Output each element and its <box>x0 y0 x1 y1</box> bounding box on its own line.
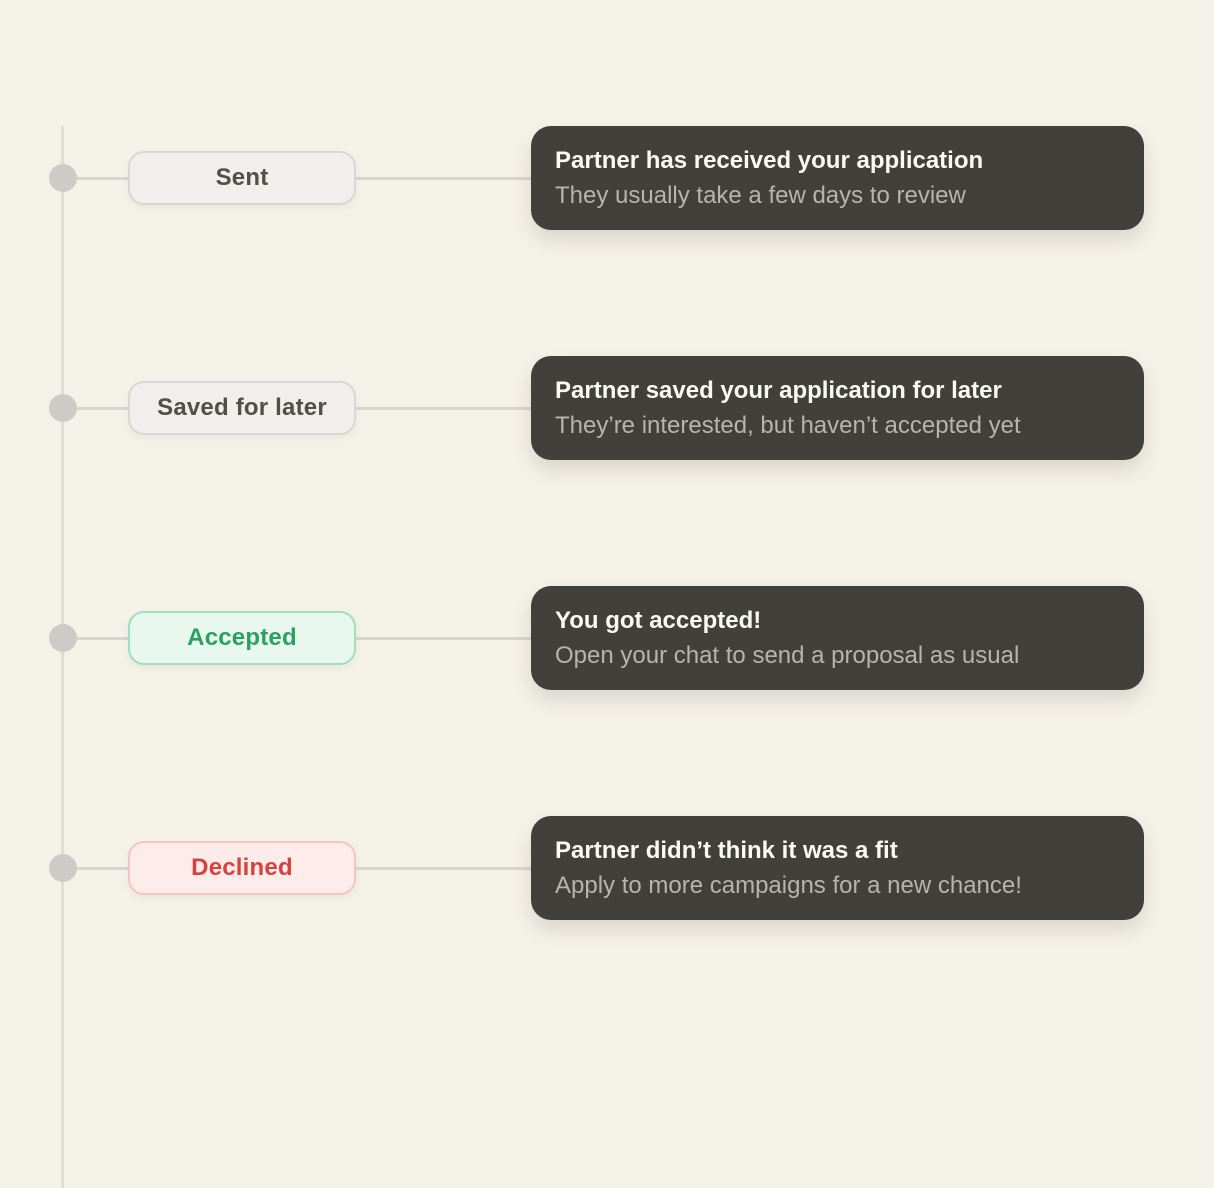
timeline-dot <box>49 164 77 192</box>
status-badge-label: Sent <box>215 164 269 191</box>
status-badge-sent: Sent <box>128 151 356 205</box>
connector-line <box>77 406 128 410</box>
status-tooltip-accepted: You got accepted! Open your chat to send… <box>531 586 1144 690</box>
connector-line <box>356 636 531 640</box>
connector-line <box>356 406 531 410</box>
tooltip-title: Partner has received your application <box>555 146 984 174</box>
tooltip-subtitle: They usually take a few days to review <box>555 182 966 209</box>
connector-line <box>77 636 128 640</box>
status-row-accepted: Accepted You got accepted! Open your cha… <box>0 586 1214 690</box>
timeline-line <box>61 126 64 1188</box>
connector-line <box>77 176 128 180</box>
connector-line <box>77 866 128 870</box>
timeline-dot <box>49 854 77 882</box>
status-badge-label: Declined <box>191 854 293 881</box>
status-badge-label: Saved for later <box>157 394 327 421</box>
status-tooltip-declined: Partner didn’t think it was a fit Apply … <box>531 816 1144 920</box>
application-status-flow: Sent Partner has received your applicati… <box>0 126 1214 1188</box>
status-badge-label: Accepted <box>187 624 297 651</box>
tooltip-title: You got accepted! <box>555 606 762 634</box>
tooltip-subtitle: Open your chat to send a proposal as usu… <box>555 642 1020 669</box>
tooltip-title: Partner saved your application for later <box>555 376 1002 404</box>
status-badge-saved-for-later: Saved for later <box>128 381 356 435</box>
status-row-saved-for-later: Saved for later Partner saved your appli… <box>0 356 1214 460</box>
status-tooltip-saved-for-later: Partner saved your application for later… <box>531 356 1144 460</box>
status-badge-accepted: Accepted <box>128 611 356 665</box>
connector-line <box>356 176 531 180</box>
status-tooltip-sent: Partner has received your application Th… <box>531 126 1144 230</box>
timeline-dot <box>49 394 77 422</box>
tooltip-subtitle: They’re interested, but haven’t accepted… <box>555 412 1021 439</box>
status-row-declined: Declined Partner didn’t think it was a f… <box>0 816 1214 920</box>
timeline-dot <box>49 624 77 652</box>
status-row-sent: Sent Partner has received your applicati… <box>0 126 1214 230</box>
tooltip-title: Partner didn’t think it was a fit <box>555 836 898 864</box>
status-badge-declined: Declined <box>128 841 356 895</box>
tooltip-subtitle: Apply to more campaigns for a new chance… <box>555 872 1022 899</box>
connector-line <box>356 866 531 870</box>
